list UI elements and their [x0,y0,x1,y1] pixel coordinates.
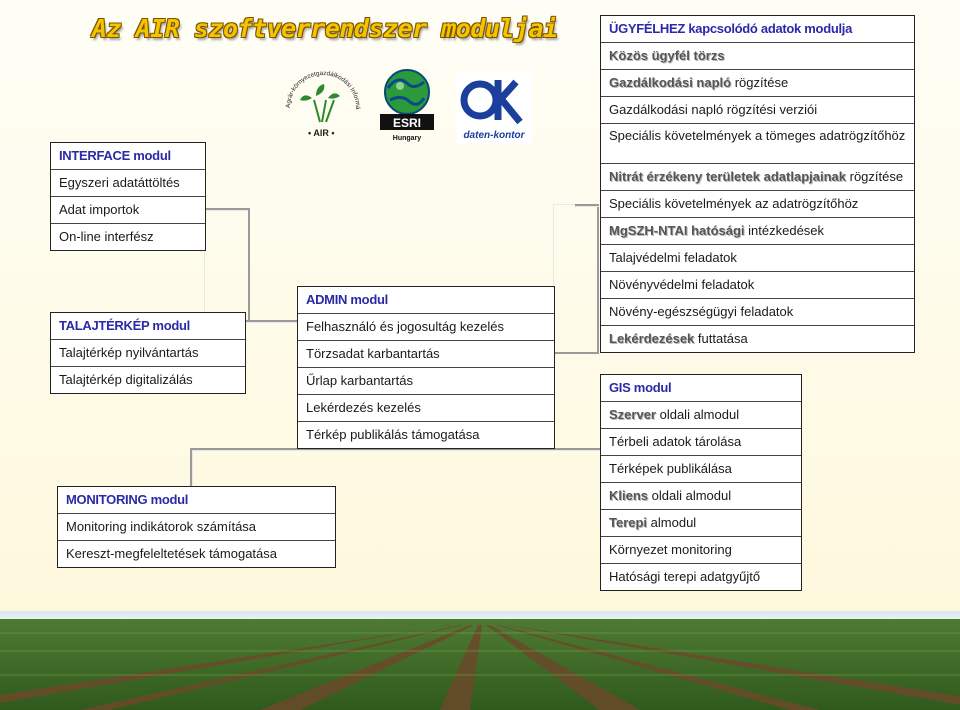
ugyfel-header: ÜGYFÉLHEZ kapcsolódó adatok modulja [601,16,914,43]
emph-text: Nitrát érzékeny területek adatlapjainak [609,169,846,184]
list-item: Nitrát érzékeny területek adatlapjainak … [601,164,914,191]
item-text: almodul [647,515,697,530]
list-item: Törzsadat karbantartás [298,341,554,368]
list-item: Adat importok [51,197,205,224]
list-item: Növény-egészségügyi feladatok [601,299,914,326]
list-item: Speciális követelmények az adatrögzítőhö… [601,191,914,218]
list-item: Talajtérkép nyilvántartás [51,340,245,367]
list-item: Talajtérkép digitalizálás [59,372,193,387]
emph-text: Lekérdezések [609,331,695,346]
emph-text: Közös ügyfél törzs [609,48,725,63]
list-item: Űrlap karbantartás [298,368,554,395]
admin-header: ADMIN modul [298,287,554,314]
list-item: Speciális követelmények a tömeges adatrö… [601,124,914,164]
list-item: Kliens oldali almodul [601,483,801,510]
list-item: Felhasználó és jogosultág kezelés [298,314,554,341]
connector-monitoring-gis [190,448,602,488]
emph-text: Szerver [609,407,656,422]
connector-talaj-admin [244,320,304,324]
list-item: Gazdálkodási napló rögzítési verziói [601,97,914,124]
list-item: Környezet monitoring [601,537,801,564]
list-item: Térképek publikálása [601,456,801,483]
list-item: Gazdálkodási napló rögzítése [601,70,914,97]
emph-text: Kliens [609,488,649,503]
interface-header: INTERFACE modul [51,143,205,170]
list-item: Terepi almodul [601,510,801,537]
list-item: MgSZH-NTAI hatósági intézkedések [601,218,914,245]
item-text: futtatása [694,331,748,346]
list-item: On-line interfész [59,229,154,244]
esri-text: ESRI [393,116,421,130]
item-text: oldali almodul [655,407,740,422]
talajterkep-module: TALAJTÉRKÉP modul Talajtérkép nyilvántar… [50,312,246,394]
list-item: Egyszeri adatáttöltés [51,170,205,197]
connector-admin-ugyfel [553,204,599,354]
daten-kontor-logo: daten-kontor [456,72,532,144]
daten-kontor-text: daten-kontor [463,130,525,141]
list-item: Hatósági terepi adatgyűjtő [609,569,761,584]
list-item: Monitoring indikátorok számítása [58,514,335,541]
crop-field-photo [0,611,960,710]
air-label: • AIR • [308,128,334,138]
esri-logo: ESRI Hungary [380,69,434,142]
item-text: rögzítése [731,75,789,90]
emph-text: Gazdálkodási napló [609,75,732,90]
list-item: Lekérdezések futtatása [601,326,914,352]
monitoring-module: MONITORING modul Monitoring indikátorok … [57,486,336,568]
list-item: Térbeli adatok tárolása [601,429,801,456]
connector-interface-admin [204,208,250,322]
list-item: Talajvédelmi feladatok [601,245,914,272]
interface-module: INTERFACE modul Egyszeri adatáttöltés Ad… [50,142,206,251]
list-item: Szerver oldali almodul [601,402,801,429]
emph-text: MgSZH-NTAI hatósági [609,223,745,238]
list-item: Lekérdezés kezelés [298,395,554,422]
emph-text: Terepi [609,515,648,530]
item-text: rögzítése [846,169,904,184]
connector-admin-ugyfel-top [575,204,599,208]
monitoring-header: MONITORING modul [58,487,335,514]
page-title: Az AIR szoftverrendszer moduljai [92,14,558,43]
gis-module: GIS modul Szerver oldali almodul Térbeli… [600,374,802,591]
list-item: Kereszt-megfeleltetések támogatása [66,546,277,561]
item-text: oldali almodul [648,488,732,503]
talajterkep-header: TALAJTÉRKÉP modul [51,313,245,340]
item-text: intézkedések [744,223,825,238]
list-item: Közös ügyfél törzs [601,43,914,70]
list-item: Térkép publikálás támogatása [306,427,480,442]
admin-module: ADMIN modul Felhasználó és jogosultág ke… [297,286,555,449]
ugyfel-module: ÜGYFÉLHEZ kapcsolódó adatok modulja Közö… [600,15,915,353]
list-item: Növényvédelmi feladatok [601,272,914,299]
esri-sub-text: Hungary [393,135,422,142]
air-logo: Agrár-környezetgazdálkodási Információs … [276,60,361,138]
air-ring-text: Agrár-környezetgazdálkodási Információs … [276,60,361,110]
gis-header: GIS modul [601,375,801,402]
